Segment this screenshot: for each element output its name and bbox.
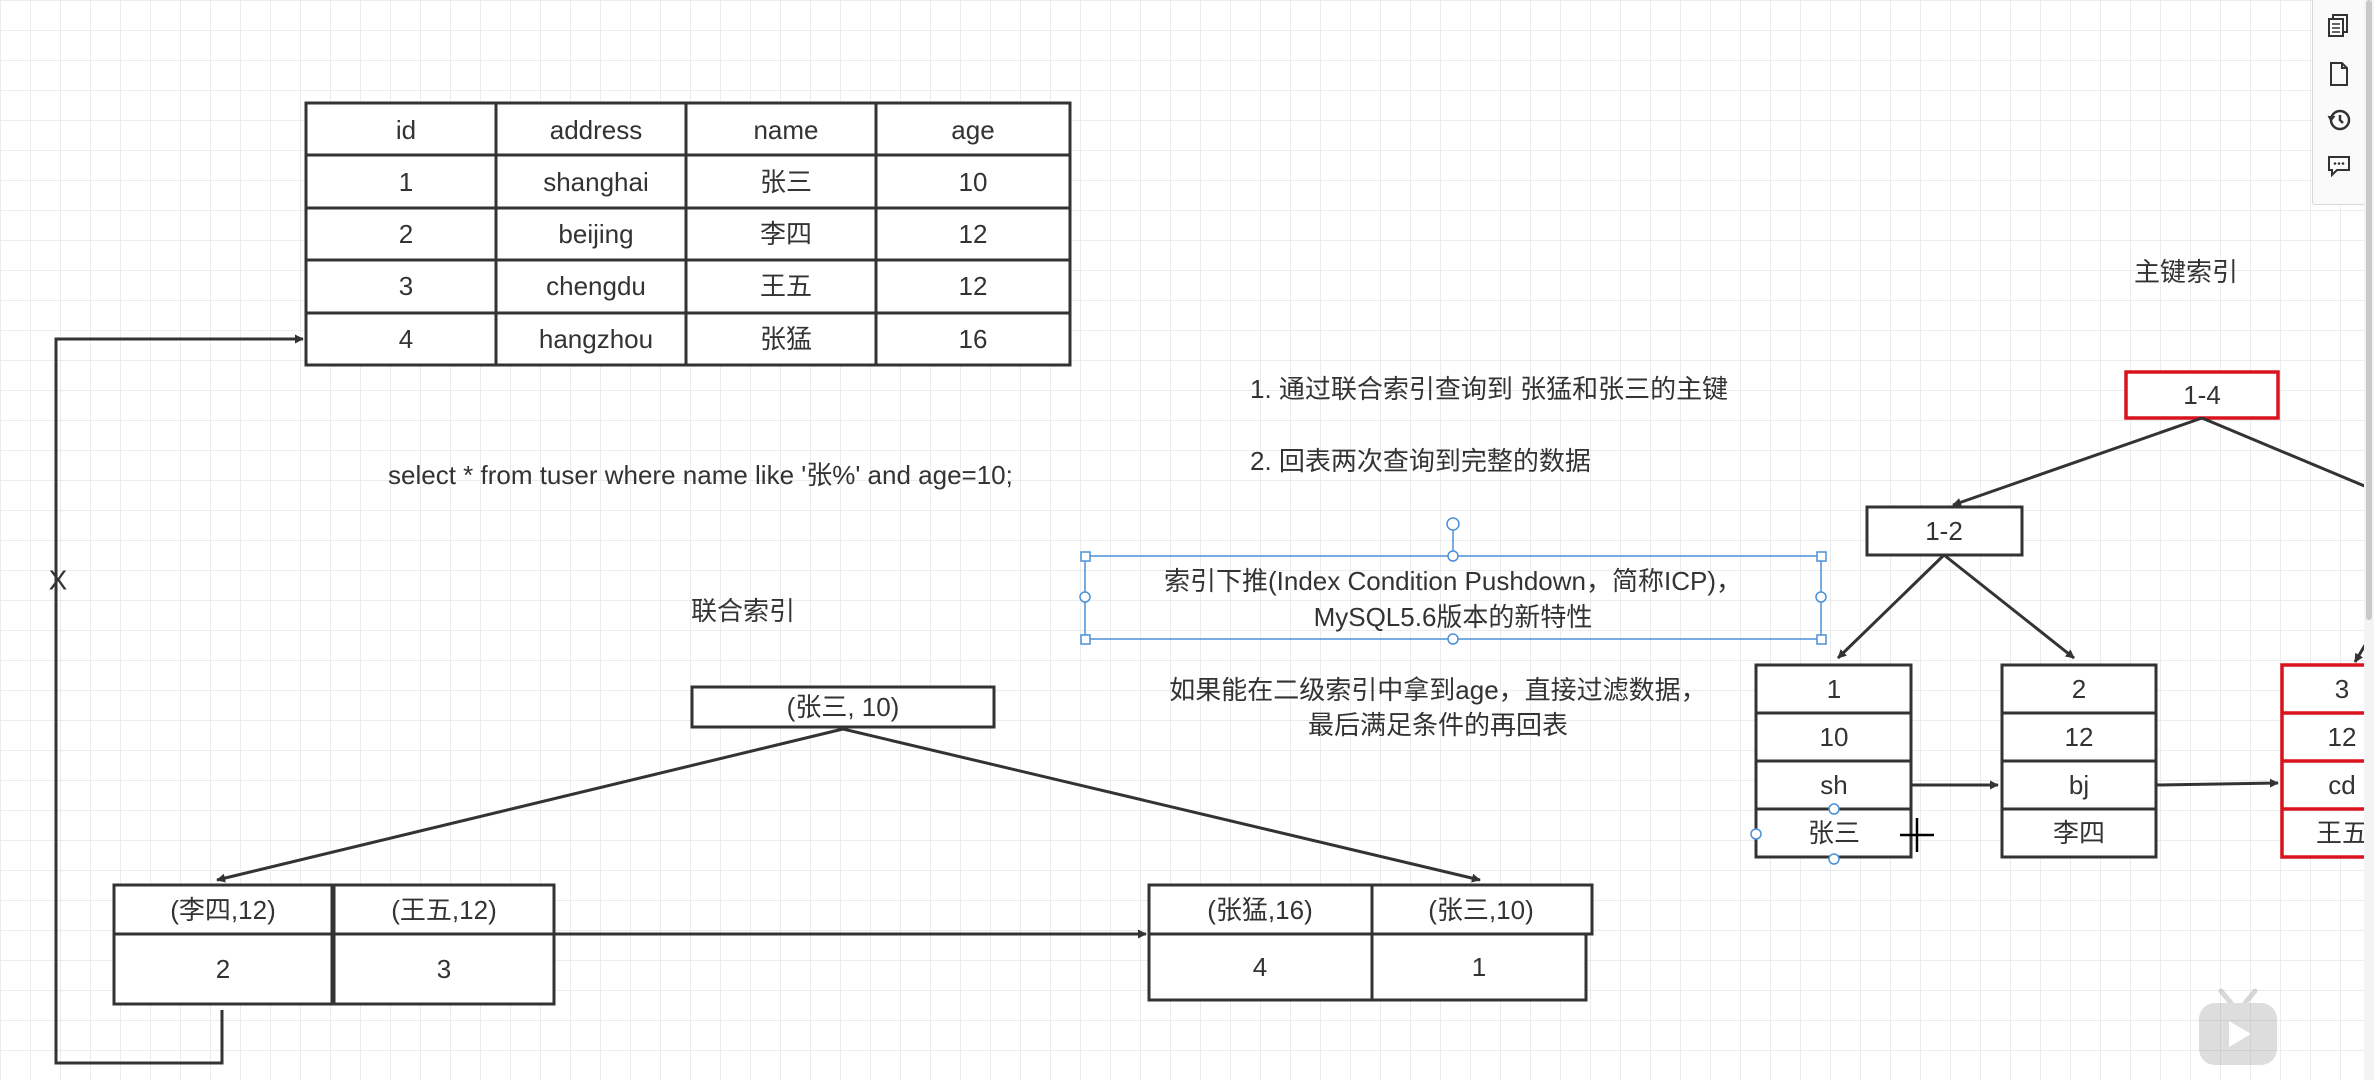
primary-edge-right — [2201, 416, 2374, 492]
composite-root-node[interactable]: (张三, 10) — [690, 685, 996, 729]
resize-handle[interactable] — [1816, 551, 1827, 562]
sql-statement: select * from tuser where name like '张%'… — [388, 460, 1013, 490]
leaf-field: bj — [2069, 770, 2089, 800]
leaf-field: 12 — [2328, 722, 2357, 752]
leaf-key: (张猛,16) — [1207, 895, 1312, 925]
leaf-key: (李四,12) — [170, 895, 275, 925]
table-cell: 4 — [399, 324, 413, 354]
primary-leaf-2[interactable] — [2000, 663, 2158, 859]
leaf-field: 12 — [2065, 722, 2094, 752]
resize-handle[interactable] — [1080, 551, 1091, 562]
user-table[interactable] — [304, 101, 1072, 367]
composite-leaf-left[interactable] — [112, 883, 556, 1006]
composite-edge-left — [216, 727, 844, 883]
history-icon[interactable] — [2325, 106, 2353, 134]
leaf-field: 3 — [2335, 674, 2349, 704]
leaf-key: (张三,10) — [1428, 895, 1533, 925]
primary-mid-label: 1-2 — [1925, 516, 1963, 546]
table-header-name: name — [753, 115, 818, 145]
table-cell: 10 — [959, 167, 988, 197]
leaf-pk: 4 — [1253, 952, 1267, 982]
leaf-field: 10 — [1820, 722, 1849, 752]
filter-note-line-1: 如果能在二级索引中拿到age，直接过滤数据， — [1169, 675, 1706, 705]
tv-logo-icon — [2195, 985, 2281, 1071]
leaf-pk: 2 — [216, 954, 230, 984]
table-cell: 12 — [959, 271, 988, 301]
primary-edge-left — [1952, 416, 2203, 507]
table-cell: shanghai — [543, 167, 649, 197]
icp-line-1: 索引下推(Index Condition Pushdown，简称ICP)， — [1164, 566, 1742, 596]
crosshair-cursor-icon — [1900, 818, 1934, 852]
leaf-field: 李四 — [2053, 818, 2105, 848]
primary-leaf-3[interactable] — [2280, 663, 2374, 859]
leaf-field: 王五 — [2316, 818, 2368, 848]
leaf-next-arrow — [2155, 778, 2279, 788]
icp-line-2: MySQL5.6版本的新特性 — [1314, 602, 1593, 632]
resize-handle[interactable] — [1447, 633, 1459, 645]
lookup-connector[interactable] — [54, 334, 304, 1065]
note-step-1: 1. 通过联合索引查询到 张猛和张三的主键 — [1250, 374, 1728, 404]
composite-leaf-right[interactable] — [1147, 883, 1594, 1002]
rejected-mark: X — [49, 565, 68, 596]
cell-selection[interactable] — [1750, 803, 1840, 865]
primary-edge-mid-left — [1836, 553, 1946, 660]
table-cell: 张三 — [760, 167, 812, 197]
scrollbar-thumb[interactable] — [2366, 0, 2372, 620]
primary-mid-node[interactable]: 1-2 — [1865, 505, 2024, 557]
table-cell: 1 — [399, 167, 413, 197]
table-cell: 12 — [959, 219, 988, 249]
table-cell: hangzhou — [539, 324, 653, 354]
leaf-field: sh — [1820, 770, 1847, 800]
table-cell: 2 — [399, 219, 413, 249]
right-toolbar — [2312, 0, 2366, 205]
composite-index-title: 联合索引 — [691, 596, 795, 626]
leaf-field: cd — [2328, 770, 2355, 800]
primary-root-node[interactable]: 1-4 — [2124, 370, 2280, 420]
format-panel-icon[interactable] — [2325, 12, 2353, 40]
resize-handle[interactable] — [1080, 634, 1091, 645]
table-cell: 李四 — [760, 219, 812, 249]
primary-edge-mid-right — [1943, 553, 2075, 660]
table-cell: 16 — [959, 324, 988, 354]
resize-handle[interactable] — [1447, 550, 1459, 562]
table-cell: 3 — [399, 271, 413, 301]
leaf-pk: 1 — [1472, 952, 1486, 982]
leaf-key: (王五,12) — [391, 895, 496, 925]
composite-edge-right — [842, 727, 1481, 883]
resize-handle[interactable] — [1816, 634, 1827, 645]
page-icon[interactable] — [2325, 60, 2353, 88]
leaf-field: 1 — [1827, 674, 1841, 704]
note-step-2: 2. 回表两次查询到完整的数据 — [1250, 446, 1591, 476]
table-header-address: address — [550, 115, 643, 145]
leaf-field: 张三 — [1808, 818, 1860, 848]
table-cell: beijing — [558, 219, 633, 249]
icp-textbox[interactable]: 索引下推(Index Condition Pushdown，简称ICP)， My… — [1079, 517, 1827, 645]
resize-handle[interactable] — [1079, 591, 1091, 603]
comment-icon[interactable] — [2325, 152, 2353, 180]
table-cell: 张猛 — [760, 324, 812, 354]
table-cell: chengdu — [546, 271, 646, 301]
composite-root-label: (张三, 10) — [787, 692, 900, 722]
leaf-field: 2 — [2072, 674, 2086, 704]
primary-index-title: 主键索引 — [2134, 257, 2238, 287]
primary-root-label: 1-4 — [2183, 380, 2221, 410]
filter-note-line-2: 最后满足条件的再回表 — [1308, 710, 1568, 740]
leaf-pk: 3 — [437, 954, 451, 984]
rotate-handle[interactable] — [1446, 517, 1460, 531]
table-cell: 王五 — [760, 271, 812, 301]
resize-handle[interactable] — [1815, 591, 1827, 603]
table-header-id: id — [396, 115, 416, 145]
table-header-age: age — [951, 115, 994, 145]
